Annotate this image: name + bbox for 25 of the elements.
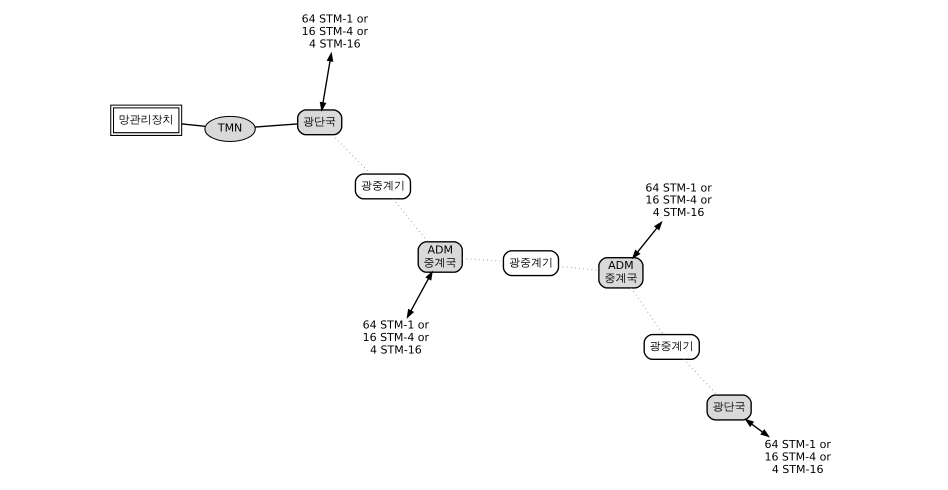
connector bbox=[630, 288, 664, 335]
arrow bbox=[744, 418, 770, 438]
connector bbox=[558, 266, 599, 271]
connector bbox=[182, 123, 206, 128]
node-box: 광단국 bbox=[706, 394, 752, 421]
node-text: 64 STM-1 or 16 STM-4 or 4 STM-16 bbox=[362, 318, 430, 356]
node-box: 광중계기 bbox=[502, 250, 560, 276]
node-box: ADM 중계국 bbox=[418, 241, 463, 273]
connector bbox=[255, 123, 298, 128]
node-text: 64 STM-1 or 16 STM-4 or 4 STM-16 bbox=[302, 12, 368, 50]
connector bbox=[462, 258, 504, 262]
arrow bbox=[406, 270, 433, 319]
arrow bbox=[632, 220, 663, 260]
node-text: 64 STM-1 or 16 STM-4 or 4 STM-16 bbox=[645, 181, 712, 220]
node-ellipse: TMN bbox=[204, 116, 256, 142]
node-box: ADM 중계국 bbox=[598, 256, 644, 289]
connector bbox=[392, 198, 428, 242]
connector bbox=[332, 134, 372, 174]
node-box: 광중계기 bbox=[354, 173, 412, 200]
node-box: 광중계기 bbox=[643, 334, 700, 360]
node-box: 망관리장치 bbox=[110, 104, 182, 136]
node-text: 64 STM-1 or 16 STM-4 or 4 STM-16 bbox=[764, 438, 831, 476]
connector bbox=[683, 359, 718, 396]
arrow bbox=[320, 52, 334, 112]
node-box: 광단국 bbox=[296, 109, 342, 136]
